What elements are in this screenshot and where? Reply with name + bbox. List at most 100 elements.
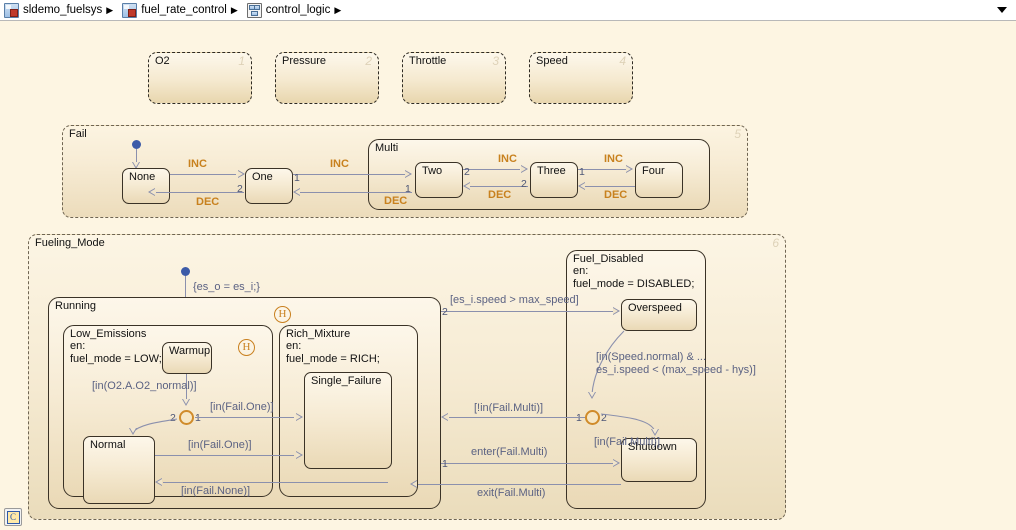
default-transition-action: {es_o = es_i;} bbox=[193, 281, 260, 293]
chart-status-letter: C bbox=[6, 510, 20, 524]
transition-shutdown-running bbox=[418, 484, 621, 485]
state-label: Two bbox=[422, 165, 443, 177]
transition-order: 1 bbox=[294, 172, 300, 184]
state-badge: 5 bbox=[734, 127, 741, 141]
arrowhead-down bbox=[588, 392, 596, 399]
transition-label-in-fail-one-b: [in(Fail.One)] bbox=[188, 439, 252, 451]
state-label: Rich_Mixture bbox=[286, 328, 351, 340]
state-label: Low_Emissions bbox=[70, 328, 147, 340]
transition-order: 1 bbox=[579, 166, 585, 178]
history-junction-low-emissions[interactable]: H bbox=[238, 339, 255, 356]
arrowhead-down bbox=[129, 428, 137, 435]
subchart-label: Throttle bbox=[409, 55, 447, 67]
state-label: Fail bbox=[69, 128, 87, 140]
state-three[interactable]: Three bbox=[530, 162, 578, 198]
state-four[interactable]: Four bbox=[635, 162, 683, 198]
state-body: en: fuel_mode = RICH; bbox=[286, 340, 380, 365]
subchart-throttle[interactable]: Throttle 3 bbox=[402, 52, 506, 104]
history-junction-running[interactable]: H bbox=[274, 306, 291, 323]
arrowhead-left bbox=[578, 182, 585, 190]
transition-normal-single-failure bbox=[155, 455, 294, 456]
transition-three-four bbox=[578, 169, 626, 170]
transition-single-failure-normal bbox=[163, 482, 388, 483]
subchart-label: Speed bbox=[536, 55, 568, 67]
arrowhead-right bbox=[238, 170, 245, 178]
subchart-label: O2 bbox=[155, 55, 170, 67]
state-two[interactable]: Two bbox=[415, 162, 463, 198]
transition-none-one bbox=[170, 174, 236, 175]
chart-status-badge[interactable]: C bbox=[4, 508, 22, 526]
transition-label-inc: INC bbox=[498, 153, 517, 165]
junction-low-emissions[interactable] bbox=[179, 410, 194, 425]
state-overspeed[interactable]: Overspeed bbox=[621, 299, 697, 331]
arrowhead-down bbox=[651, 429, 659, 436]
state-label: Three bbox=[537, 165, 566, 177]
arrowhead-right bbox=[626, 165, 633, 173]
arrowhead-right bbox=[296, 451, 303, 459]
breadcrumb-label: fuel_rate_control bbox=[141, 4, 227, 16]
subchart-icon bbox=[246, 2, 262, 18]
arrowhead-left bbox=[293, 188, 300, 196]
transition-label-o2-normal: [in(O2.A.O2_normal)] bbox=[92, 380, 197, 392]
chevron-right-icon: ▶ bbox=[106, 4, 114, 15]
state-label: Running bbox=[55, 300, 96, 312]
default-transition-dot-fail bbox=[132, 140, 141, 149]
subchart-pressure[interactable]: Pressure 2 bbox=[275, 52, 379, 104]
transition-two-three bbox=[463, 169, 520, 170]
default-transition-line-fail bbox=[136, 149, 137, 164]
transition-label-dec: DEC bbox=[604, 189, 628, 201]
state-warmup[interactable]: Warmup bbox=[162, 342, 212, 374]
transition-label-dec: DEC bbox=[488, 189, 512, 201]
junction-fuel-disabled[interactable] bbox=[585, 410, 600, 425]
breadcrumb-item-fuel-rate-control[interactable]: fuel_rate_control ▶ bbox=[118, 0, 243, 21]
stateflow-canvas[interactable]: O2 1 Pressure 2 Throttle 3 Speed 4 Fail … bbox=[0, 22, 1016, 530]
arrowhead-right bbox=[613, 459, 620, 467]
state-label: Four bbox=[642, 165, 665, 177]
state-badge: 6 bbox=[772, 236, 779, 250]
transition-order: 1 bbox=[442, 458, 448, 470]
breadcrumb-label: control_logic bbox=[265, 4, 331, 16]
state-single-failure[interactable]: Single_Failure bbox=[304, 372, 392, 469]
state-none[interactable]: None bbox=[122, 168, 170, 204]
default-transition-dot-fueling bbox=[181, 267, 190, 276]
state-label: Multi bbox=[375, 142, 399, 154]
state-shutdown[interactable]: Shutdown bbox=[621, 438, 697, 482]
transition-four-three bbox=[585, 186, 635, 187]
subchart-badge: 2 bbox=[365, 54, 372, 68]
arrowhead-right bbox=[613, 307, 620, 315]
subchart-label: Pressure bbox=[282, 55, 327, 67]
arrowhead-left bbox=[410, 480, 417, 488]
state-label: Fueling_Mode bbox=[35, 237, 105, 249]
chart-icon bbox=[4, 2, 19, 18]
arrowhead-right bbox=[296, 413, 303, 421]
transition-two-one bbox=[300, 192, 412, 193]
chevron-right-icon: ▶ bbox=[334, 4, 342, 15]
transition-order: 2 bbox=[442, 306, 448, 318]
breadcrumb-item-sldemo-fuelsys[interactable]: sldemo_fuelsys ▶ bbox=[0, 0, 118, 21]
transition-label-dec: DEC bbox=[384, 195, 408, 207]
arrowhead-left bbox=[155, 478, 162, 486]
transition-order: 1 bbox=[405, 183, 411, 195]
breadcrumb-item-control-logic[interactable]: control_logic ▶ bbox=[243, 0, 347, 21]
transition-order: 2 bbox=[237, 183, 243, 195]
transition-label-inc: INC bbox=[188, 158, 207, 170]
transition-label-inc: INC bbox=[604, 153, 623, 165]
subchart-o2[interactable]: O2 1 bbox=[148, 52, 252, 104]
chevron-right-icon: ▶ bbox=[230, 4, 238, 15]
arrowhead-down bbox=[182, 399, 190, 406]
transition-label-dec: DEC bbox=[196, 196, 220, 208]
state-label: Normal bbox=[90, 439, 126, 451]
state-label: One bbox=[252, 171, 273, 183]
subchart-speed[interactable]: Speed 4 bbox=[529, 52, 633, 104]
state-one[interactable]: One bbox=[245, 168, 293, 204]
breadcrumb: sldemo_fuelsys ▶ fuel_rate_control ▶ con… bbox=[0, 0, 1016, 21]
arrowhead-down bbox=[132, 162, 140, 169]
dropdown-arrow-icon[interactable] bbox=[997, 7, 1007, 13]
transition-label-overspeed-exit: [in(Speed.normal) & ... es_i.speed < (ma… bbox=[596, 351, 756, 376]
state-normal[interactable]: Normal bbox=[83, 436, 155, 504]
transition-label-not-in-fail-multi: [!in(Fail.Multi)] bbox=[474, 402, 544, 414]
breadcrumb-label: sldemo_fuelsys bbox=[23, 4, 103, 16]
state-label: Fuel_Disabled bbox=[573, 253, 644, 265]
transition-order: 2 bbox=[521, 178, 527, 190]
transition-label-in-fail-multi: [in(Fail.Multi)] bbox=[594, 436, 661, 448]
